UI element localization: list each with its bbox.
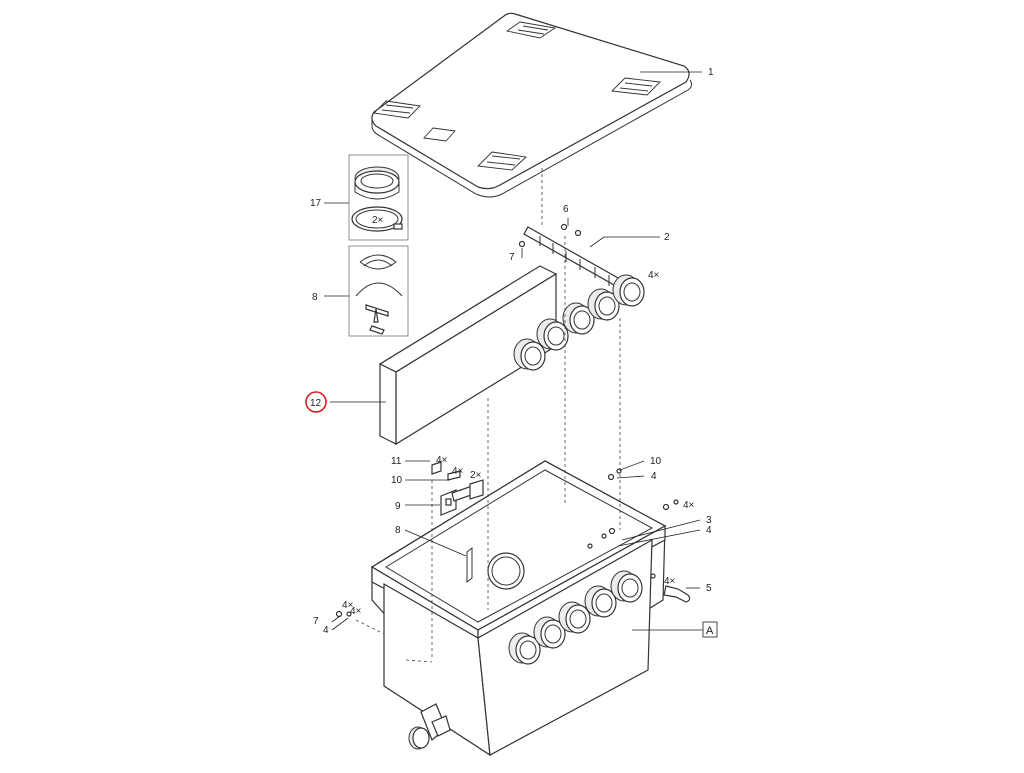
- part-mounting-plate: [431, 461, 484, 516]
- callout-6: 6: [563, 204, 569, 215]
- callout-7-left: 7: [313, 616, 319, 627]
- callout-5: 5: [706, 583, 712, 594]
- callout-12: 12: [310, 398, 322, 409]
- qty-elbow: 4×: [664, 576, 676, 587]
- qty-tabs: 4×: [436, 455, 448, 466]
- qty-nuts-a: 4×: [342, 600, 354, 611]
- pipe-connectors-upper: [513, 274, 645, 371]
- assembly-guides: [355, 168, 621, 663]
- callout-2: 2: [664, 232, 670, 243]
- pipe-connectors-lower: [508, 570, 643, 665]
- leader-lines: [324, 71, 703, 631]
- callout-10-right: 10: [650, 456, 662, 467]
- callout-1: 1: [708, 67, 714, 78]
- callout-4-left: 4: [323, 625, 329, 636]
- part-fasteners: [335, 229, 691, 618]
- callout-7-top: 7: [509, 252, 515, 263]
- qty-pipes: 4×: [648, 270, 660, 281]
- callout-12-highlight: 12: [305, 391, 327, 413]
- callout-10-left: 10: [391, 475, 403, 486]
- callout-11: 11: [391, 456, 402, 467]
- callout-4-right: 4: [706, 525, 712, 536]
- callout-3: 3: [706, 515, 712, 526]
- qty-screws: 4×: [452, 466, 464, 477]
- callout-labels: 1 2 3 4 4 4 5 6 7 7 8 8 9 10 10 11 17 2×…: [310, 67, 714, 636]
- part-manifold: [523, 223, 635, 295]
- part-lid: [371, 12, 693, 198]
- qty-bolts: 4×: [683, 500, 695, 511]
- inset-seal-ring: [348, 154, 409, 241]
- inset-hose-kit: [348, 245, 409, 337]
- qty-ring: 2×: [372, 215, 384, 226]
- callout-8-inset: 8: [312, 292, 318, 303]
- section-label-a: A: [702, 621, 718, 638]
- callout-4-upper: 4: [651, 471, 657, 482]
- callout-17: 17: [310, 198, 322, 209]
- qty-nuts-b: 4×: [350, 606, 362, 617]
- callout-9: 9: [395, 501, 401, 512]
- qty-plate: 2×: [470, 470, 482, 481]
- callout-8-tank: 8: [395, 525, 401, 536]
- section-label-text: A: [706, 625, 714, 637]
